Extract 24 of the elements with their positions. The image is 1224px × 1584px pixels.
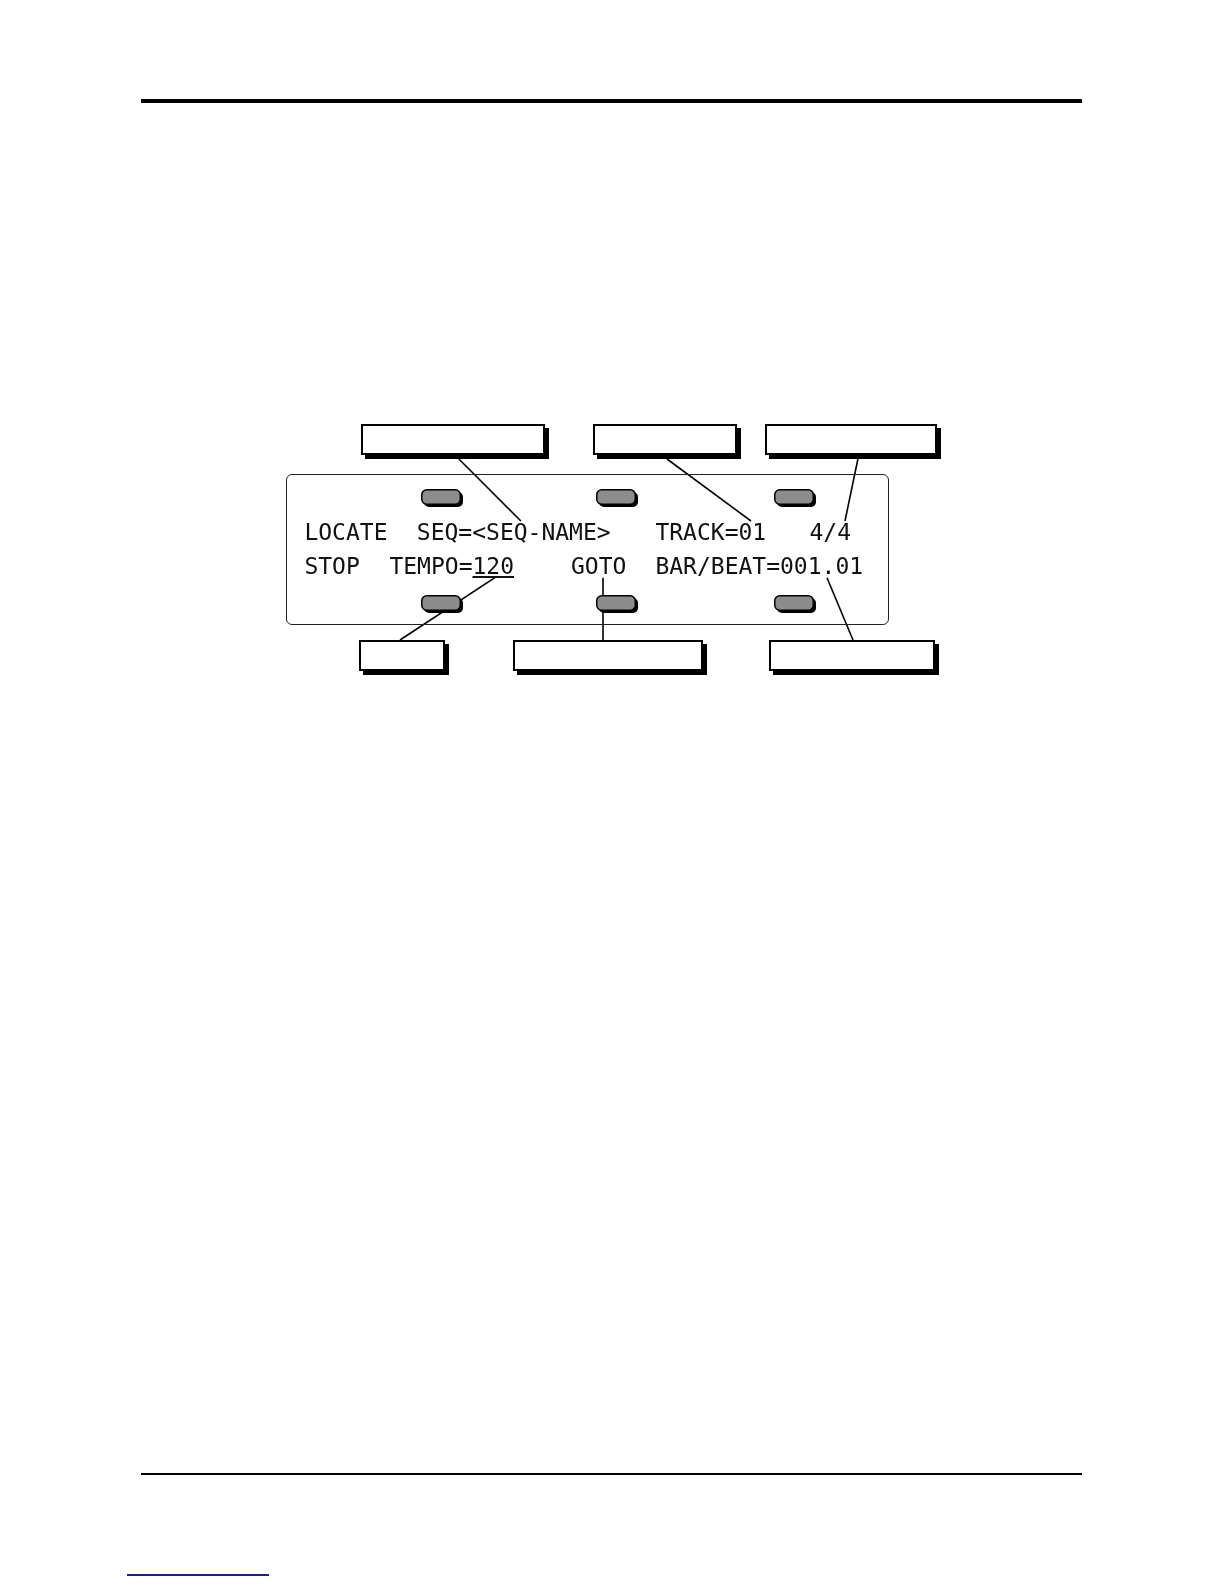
callout-box (765, 424, 941, 459)
leader-line (826, 576, 854, 641)
display-text: BAR/BEAT= (655, 554, 780, 578)
display-text: TRACK= (655, 521, 739, 544)
leader-line (399, 576, 496, 641)
leader-line (844, 458, 859, 522)
leader-line (458, 458, 522, 522)
display-value: 120 (472, 554, 515, 578)
callout-box (513, 640, 707, 675)
display-text: SEQ= (416, 521, 473, 544)
display-text: GOTO (571, 554, 627, 578)
display-panel (286, 474, 889, 625)
display-text: 4/4 (809, 521, 852, 544)
display-text: STOP (304, 554, 360, 578)
callout-box (359, 640, 449, 675)
leader-line (666, 458, 752, 522)
callout-box (593, 424, 741, 459)
callout-box (361, 424, 549, 459)
callout-box (769, 640, 939, 675)
display-text: LOCATE (304, 521, 388, 544)
display-value: 01 (738, 521, 767, 544)
display-text: TEMPO= (389, 554, 473, 578)
display-value: 001.01 (780, 554, 864, 578)
display-value: <SEQ-NAME> (472, 521, 611, 544)
